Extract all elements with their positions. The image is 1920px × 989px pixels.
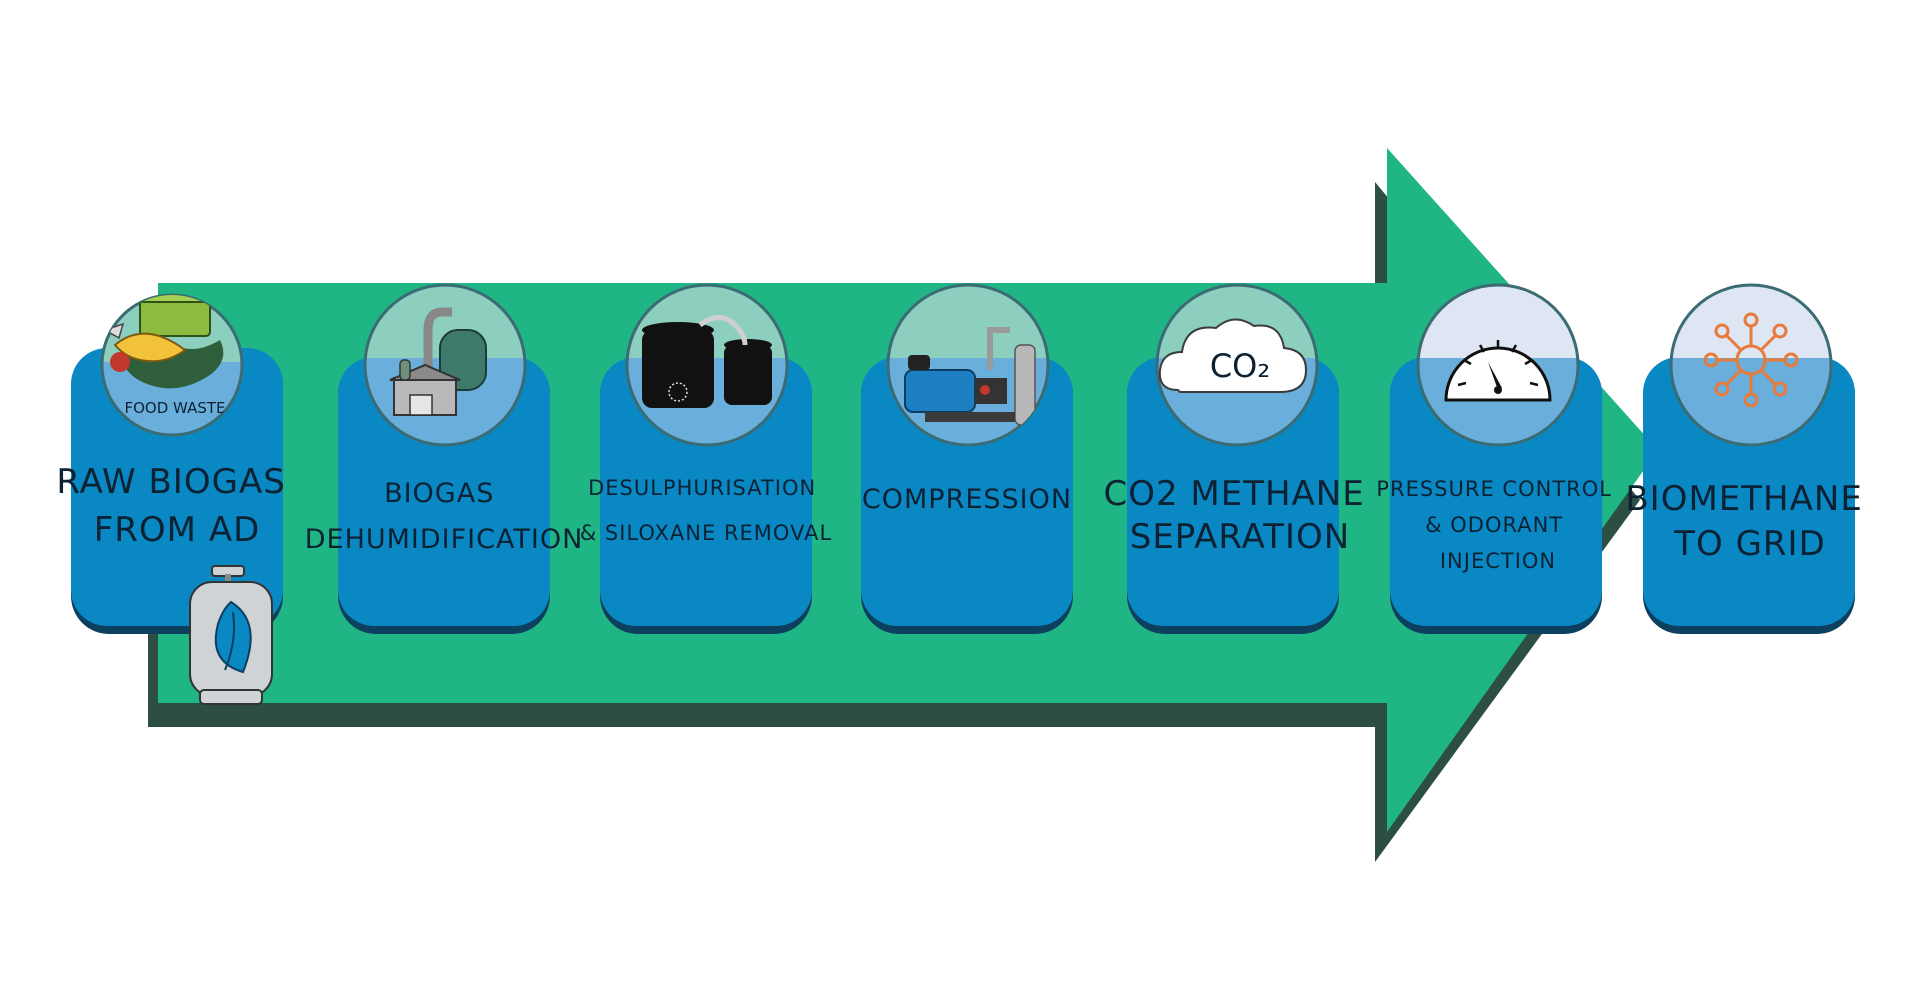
co2-cloud-label: CO₂ bbox=[1210, 347, 1270, 385]
step-label-line: & SILOXANE REMOVAL bbox=[580, 521, 832, 545]
step-label-to-grid: BIOMETHANE TO GRID bbox=[1625, 479, 1874, 564]
step-label-line: DESULPHURISATION bbox=[588, 476, 816, 500]
food-waste-icon: FOOD WASTE bbox=[103, 295, 226, 417]
co2-cloud-icon: CO₂ bbox=[1158, 318, 1308, 393]
step-label-dehumidification: BIOGAS DEHUMIDIFICATION bbox=[305, 478, 584, 555]
step-label-line: RAW BIOGAS bbox=[56, 462, 285, 502]
step-label-line: SEPARATION bbox=[1130, 517, 1351, 557]
compressor-pump-icon bbox=[904, 327, 1036, 426]
dehumidifier-plant-icon bbox=[389, 307, 487, 416]
grid-network-icon bbox=[1703, 312, 1799, 408]
step-label-line: BIOGAS bbox=[384, 478, 494, 509]
step-label-line: INJECTION bbox=[1440, 549, 1556, 573]
filter-tanks-icon bbox=[642, 315, 772, 408]
step-label-desulphurisation: DESULPHURISATION & SILOXANE REMOVAL bbox=[580, 476, 832, 545]
step-label-line: COMPRESSION bbox=[862, 484, 1072, 515]
step-label-line: & ODORANT bbox=[1425, 513, 1563, 537]
step-label-line: FROM AD bbox=[94, 510, 261, 550]
step-label-line: DEHUMIDIFICATION bbox=[305, 524, 584, 555]
step-labels: RAW BIOGAS FROM AD BIOGAS DEHUMIDIFICATI… bbox=[56, 462, 1874, 573]
pressure-gauge-icon bbox=[1444, 340, 1552, 402]
step-label-line: PRESSURE CONTROL bbox=[1376, 477, 1612, 501]
step-label-line: TO GRID bbox=[1673, 524, 1826, 564]
gas-cylinder-leaf-icon bbox=[189, 565, 273, 705]
food-waste-caption: FOOD WASTE bbox=[125, 399, 226, 417]
step-label-line: BIOMETHANE bbox=[1625, 479, 1862, 519]
step-label-compression: COMPRESSION bbox=[862, 484, 1072, 515]
step-label-line: CO2 METHANE bbox=[1103, 474, 1364, 514]
step-label-separation: CO2 METHANE SEPARATION bbox=[1103, 474, 1376, 557]
step-label-pressure-control: PRESSURE CONTROL & ODORANT INJECTION bbox=[1376, 477, 1619, 573]
step-label-raw-biogas: RAW BIOGAS FROM AD bbox=[56, 462, 297, 550]
step-icons: FOOD WASTE bbox=[103, 295, 1799, 705]
